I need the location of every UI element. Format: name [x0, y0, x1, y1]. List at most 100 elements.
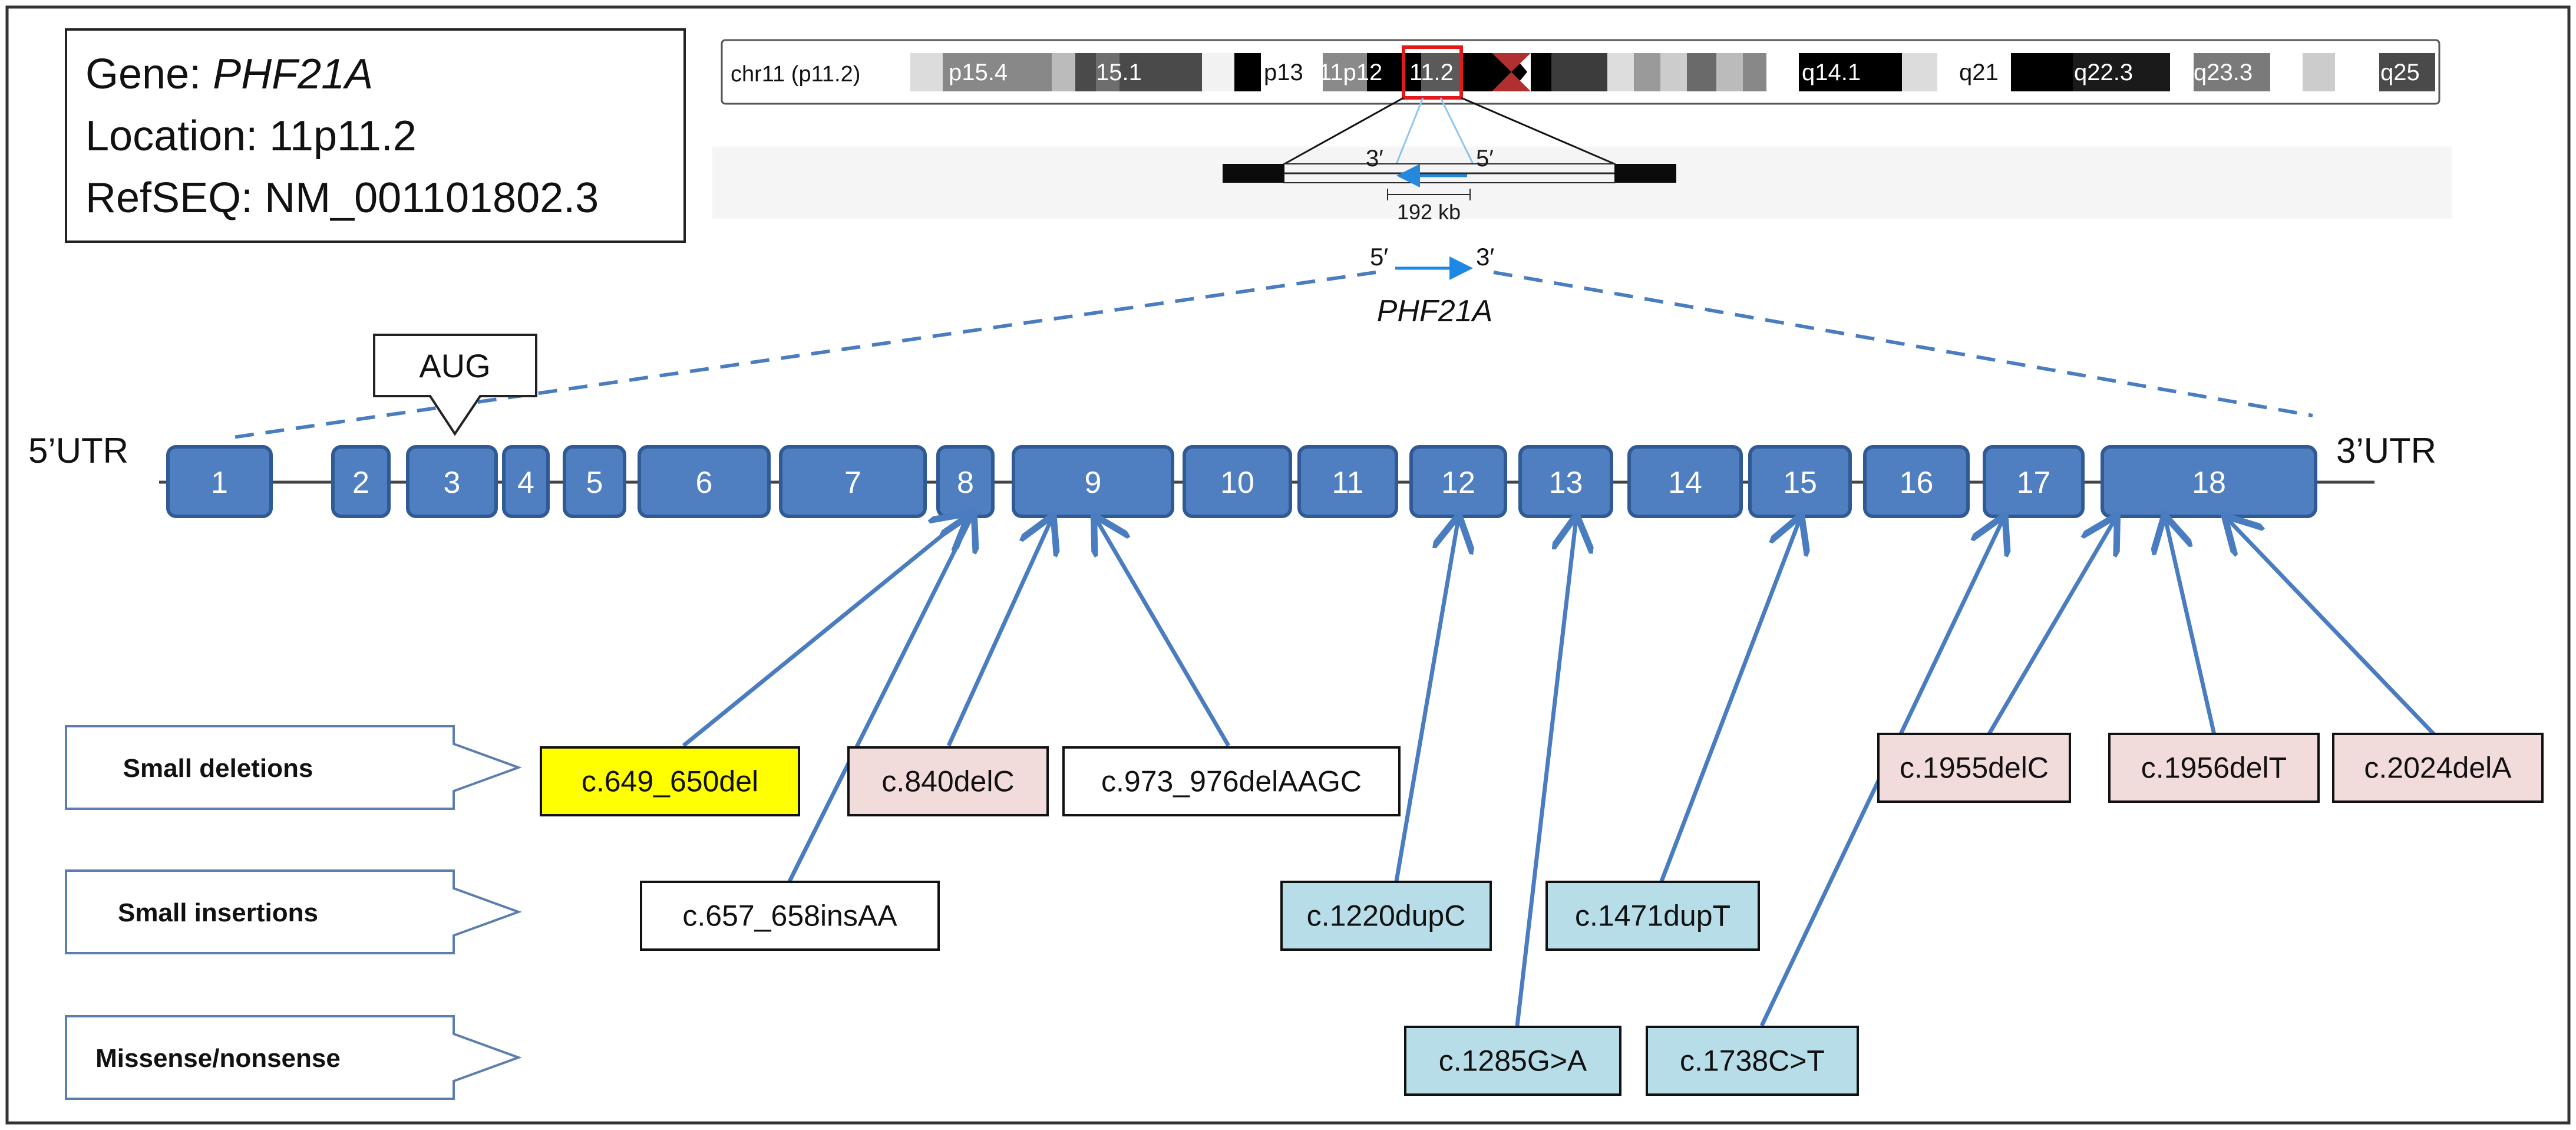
strand-5prime: 5′ [1476, 146, 1494, 172]
variant-box: c.1471dupT [1545, 881, 1760, 951]
exon-box [502, 445, 550, 518]
variant-label: c.1955delC [1900, 752, 2049, 785]
exon-label: 13 [1549, 466, 1583, 500]
exon-box [1863, 445, 1970, 518]
exon-8: 8 [936, 445, 995, 518]
exon-box [331, 445, 391, 518]
highlight-region [1402, 45, 1463, 100]
exon-1: 1 [166, 445, 273, 518]
variant-arrow [787, 516, 972, 882]
exon-label: 2 [352, 466, 369, 500]
exon-label: 15 [1783, 466, 1817, 500]
exon-12: 12 [1409, 445, 1507, 518]
exon-box [2101, 445, 2317, 518]
exon-6: 6 [638, 445, 771, 518]
location-line: Location: 11p11.2 [85, 113, 417, 160]
exon-11: 11 [1297, 445, 1398, 518]
strand-3prime: 3′ [1366, 146, 1383, 172]
variant-box-frame [2332, 733, 2544, 803]
variant-arrow [1096, 519, 1231, 747]
variant-label: c.973_976delAAGC [1101, 765, 1362, 798]
category-label: Missense/nonsense [95, 1044, 341, 1073]
exon-box [1627, 445, 1743, 518]
exon-10: 10 [1183, 445, 1292, 518]
variant-box: c.1956delT [2108, 733, 2320, 803]
band-label: p13 [1264, 60, 1303, 85]
category-missense-nonsense: Missense/nonsense [65, 1015, 522, 1100]
gene-info-box: Gene: PHF21A Location: 11p11.2 RefSEQ: N… [65, 28, 686, 243]
band-label: q21 [1959, 60, 1999, 85]
exon-5: 5 [563, 445, 626, 518]
category-small-deletions: Small deletions [65, 725, 522, 810]
variant-box-frame [640, 881, 940, 951]
centromere [1492, 53, 1531, 91]
variant-box: c.973_976delAAGC [1062, 746, 1401, 816]
exon-label: 8 [957, 466, 974, 500]
exon-15: 15 [1748, 445, 1852, 518]
variant-label: c.1471dupT [1575, 900, 1730, 933]
exon-box [1983, 445, 2085, 518]
band-label: 15.1 [1096, 60, 1142, 85]
exon-box [779, 445, 927, 518]
exon-18: 18 [2101, 445, 2317, 518]
exon-label: 18 [2192, 466, 2226, 500]
variant-arrow [1659, 519, 1800, 882]
gene-direction-arrow: 5′ 3′ PHF21A [1370, 243, 1494, 328]
zoom-region: 3′ 5′ 192 kb [1223, 97, 1676, 224]
exon-label: 9 [1085, 466, 1102, 500]
category-label: Small insertions [118, 898, 318, 927]
variant-arrows [682, 516, 2441, 1027]
exon-label: 5 [586, 466, 603, 500]
band-label: p15.4 [949, 60, 1008, 85]
chromosome-label: chr11 (p11.2) [731, 62, 860, 87]
band-label: q22.3 [2074, 60, 2133, 85]
exon-box [166, 445, 273, 518]
variant-label: c.1285G>A [1439, 1045, 1587, 1078]
exon-4: 4 [502, 445, 550, 518]
start-codon-label: AUG [419, 347, 490, 384]
exon-label: 6 [696, 466, 713, 500]
expansion-line-left [232, 271, 1376, 439]
exon-label: 14 [1668, 466, 1702, 500]
variant-label: c.1220dupC [1307, 900, 1466, 933]
band-label: q23.3 [2194, 60, 2253, 85]
exon-box [563, 445, 626, 518]
exon-2: 2 [331, 445, 391, 518]
variant-arrow [2165, 519, 2218, 740]
exon-13: 13 [1518, 445, 1613, 518]
variant-label: c.2024delA [2364, 752, 2512, 785]
variant-arrow [946, 519, 1052, 747]
variant-arrow [682, 516, 966, 747]
exon-9: 9 [1012, 445, 1174, 518]
variant-label: c.657_658insAA [682, 900, 897, 933]
utr3-label: 3’UTR [2336, 431, 2436, 470]
variant-box-frame [2108, 733, 2320, 803]
band-label: 11p12 [1319, 60, 1382, 85]
exon-label: 17 [2017, 466, 2051, 500]
variant-arrow [1983, 519, 2115, 741]
variant-box-frame [847, 746, 1049, 816]
variant-label: c.1956delT [2141, 752, 2287, 785]
exon-box [1183, 445, 1292, 518]
exon-7: 7 [779, 445, 927, 518]
gene-3prime: 3′ [1476, 243, 1494, 271]
variant-box-frame [1877, 733, 2071, 803]
category-arrows: Small deletions Small insertions Missens… [65, 725, 522, 1100]
variant-box: c.1738C>T [1646, 1026, 1859, 1096]
band-label: q25 [2380, 60, 2420, 85]
variant-box: c.649_650del [540, 746, 800, 816]
variant-label: c.840delC [881, 765, 1014, 798]
variant-box-frame [1280, 881, 1492, 951]
exon-label: 10 [1220, 466, 1254, 500]
chromosome-ideogram: chr11 (p11.2) [721, 39, 2440, 105]
exon-14: 14 [1627, 445, 1743, 518]
variant-box-frame [1062, 746, 1401, 816]
ghost-ideogram [712, 146, 2452, 219]
category-label: Small deletions [123, 754, 313, 783]
variant-box-frame [1646, 1026, 1859, 1096]
variant-box: c.1220dupC [1280, 881, 1492, 951]
variant-label: c.1738C>T [1680, 1045, 1825, 1078]
variant-box-frame [1545, 881, 1760, 951]
variant-label: c.649_650del [582, 765, 758, 798]
utr5-label: 5’UTR [28, 431, 128, 470]
